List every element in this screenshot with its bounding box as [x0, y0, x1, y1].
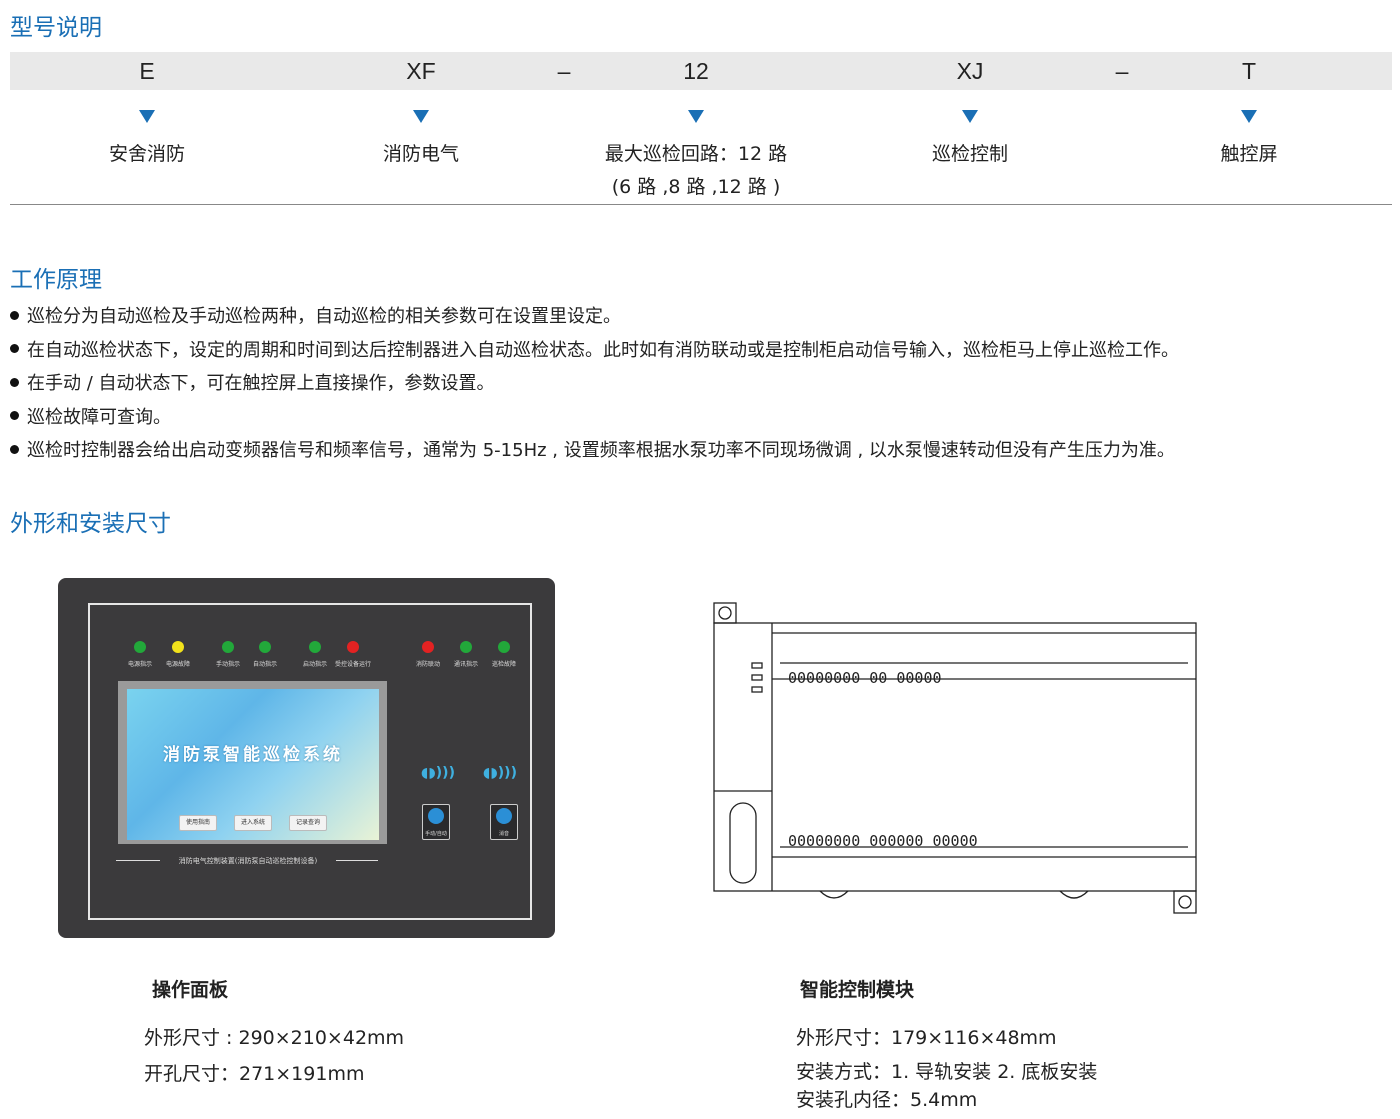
list-item: 在自动巡检状态下，设定的周期和时间到达后控制器进入自动巡检状态。此时如有消防联动… [10, 334, 1179, 368]
indicator-led [460, 641, 472, 653]
model-separator: – [1115, 58, 1129, 84]
indicator-label: 启动指示 [302, 661, 328, 668]
panel-caption: 消防电气控制装置(消防泵自动巡检控制设备) [178, 857, 318, 865]
model-desc: 最大巡检回路：12 路 [604, 143, 788, 165]
key-label: 手动/自动 [425, 831, 447, 837]
speaker-icon [496, 808, 512, 824]
model-code: E [139, 58, 155, 84]
down-arrow-icon [962, 110, 978, 123]
indicator-led [347, 641, 359, 653]
down-arrow-icon [1241, 110, 1257, 123]
dimension-section-title: 外形和安装尺寸 [10, 511, 171, 537]
model-loop-options: (6 路 ,8 路 ,12 路 ) [611, 176, 781, 198]
indicator-label: 巡检故障 [491, 661, 517, 668]
module-install-method: 安装方式：1. 导轨安装 2. 底板安装 [796, 1061, 1098, 1083]
module-caption-title: 智能控制模块 [800, 979, 915, 1001]
indicator-led [422, 641, 434, 653]
indicator-led [259, 641, 271, 653]
model-code: 12 [683, 58, 709, 84]
indicator-label: 受控设备运行 [334, 661, 372, 668]
top-terminal-row: 00000000 00 00000 [788, 669, 942, 687]
bullet-icon [10, 411, 19, 420]
manual-auto-key: 手动/自动 [422, 804, 450, 840]
touchscreen [127, 689, 379, 840]
indicator-label: 消防联动 [415, 661, 441, 668]
model-code: T [1241, 58, 1257, 84]
indicator-label: 电源指示 [127, 661, 153, 668]
model-desc: 消防电气 [382, 143, 460, 165]
bullet-icon [10, 310, 19, 320]
indicator-led [134, 641, 146, 653]
list-item: 巡检时控制器会给出启动变频器信号和频率信号，通常为 5-15Hz , 设置频率根… [10, 434, 1179, 468]
mute-key: 消音 [490, 804, 518, 840]
key-label: 消音 [498, 831, 509, 837]
principle-section-title: 工作原理 [10, 267, 102, 293]
indicator-label: 电源故障 [165, 661, 191, 668]
down-arrow-icon [413, 110, 429, 123]
panel-outer-size: 外形尺寸 : 290×210×42mm [144, 1027, 405, 1049]
module-hole-diameter: 安装孔内径：5.4mm [796, 1089, 978, 1111]
bottom-terminal-row: 00000000 000000 00000 [788, 832, 978, 850]
panel-cutout-size: 开孔尺寸：271×191mm [144, 1063, 365, 1085]
indicator-led [498, 641, 510, 653]
model-desc: 巡检控制 [931, 143, 1009, 165]
hand-icon [428, 808, 444, 824]
control-module-drawing: 00000000 00 00000 00000000 000000 00000 [713, 602, 1197, 914]
bullet-icon [10, 444, 19, 454]
indicator-led [222, 641, 234, 653]
model-desc: 安舍消防 [108, 143, 186, 165]
model-desc: 触控屏 [1220, 143, 1278, 165]
caption-line [336, 860, 378, 861]
model-desc-loops: 最大巡检回路：12 路 (6 路 ,8 路 ,12 路 ) [605, 138, 787, 204]
down-arrow-icon [139, 110, 155, 123]
screen-records-button: 记录查询 [288, 815, 328, 831]
indicator-label: 自动指示 [252, 661, 278, 668]
model-code: XF [406, 58, 436, 84]
sensor-wave-icon: ◖◗))) [421, 765, 455, 781]
section-divider [10, 204, 1392, 205]
caption-line [116, 860, 160, 861]
screen-guide-button: 使用指南 [178, 815, 218, 831]
screen-enter-button: 进入系统 [233, 815, 273, 831]
model-code: XJ [956, 58, 984, 84]
indicator-led [309, 641, 321, 653]
list-item: 巡检分为自动巡检及手动巡检两种，自动巡检的相关参数可在设置里设定。 [10, 300, 1179, 334]
model-separator: – [557, 58, 571, 84]
indicator-label: 手动指示 [215, 661, 241, 668]
module-outer-size: 外形尺寸：179×116×48mm [796, 1027, 1057, 1049]
indicator-label: 通讯指示 [453, 661, 479, 668]
panel-frame [88, 603, 532, 920]
bullet-icon [10, 344, 19, 353]
panel-caption-title: 操作面板 [152, 979, 229, 1001]
model-section-title: 型号说明 [10, 15, 102, 41]
indicator-led [172, 641, 184, 653]
screen-title: 消防泵智能巡检系统 [163, 745, 343, 765]
list-item: 在手动 / 自动状态下，可在触控屏上直接操作，参数设置。 [10, 367, 1179, 401]
sensor-wave-icon: ◖◗))) [483, 765, 517, 781]
list-item: 巡检故障可查询。 [10, 401, 1179, 435]
down-arrow-icon [688, 110, 704, 123]
principle-list: 巡检分为自动巡检及手动巡检两种，自动巡检的相关参数可在设置里设定。 在自动巡检状… [10, 300, 1179, 468]
bullet-icon [10, 377, 19, 387]
model-code-bar [10, 52, 1392, 90]
